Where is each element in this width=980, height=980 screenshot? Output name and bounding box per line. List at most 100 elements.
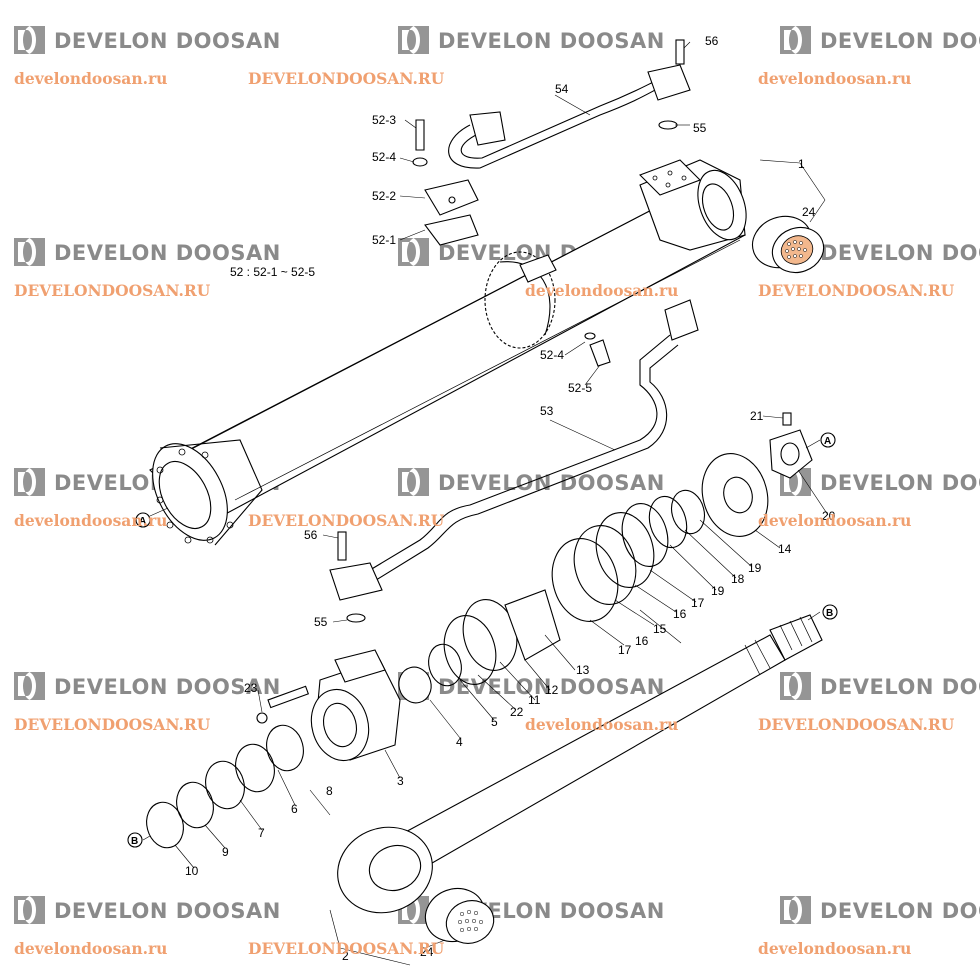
label-11: 11 xyxy=(528,693,541,707)
watermark-brand-text: DEVELON DOOSAN xyxy=(54,241,281,265)
label-16-a: 16 xyxy=(673,607,687,621)
label-12: 12 xyxy=(545,683,559,697)
develon-logo-mark xyxy=(14,238,45,266)
ref-b-seal: B xyxy=(131,836,138,847)
watermark-brand-text: DEVELON DOOSAN xyxy=(820,29,980,53)
watermark-url-text: develondoosan.ru xyxy=(525,715,678,734)
label-52-4-bottom: 52-4 xyxy=(540,348,564,362)
bushing-top xyxy=(751,215,825,274)
label-55-bottom: 55 xyxy=(314,615,328,629)
label-55-top: 55 xyxy=(693,121,707,135)
watermark-logo: DEVELON DOOSAN xyxy=(780,468,980,496)
watermark-url-text: develondoosan.ru xyxy=(14,69,167,88)
label-16-b: 16 xyxy=(635,634,649,648)
watermark-brand-text: DEVELON DOOSAN xyxy=(820,899,980,923)
label-3: 3 xyxy=(397,774,404,788)
watermark-logo: DEVELON DOOSAN xyxy=(14,238,281,266)
label-52-1: 52-1 xyxy=(372,233,396,247)
label-1: 1 xyxy=(798,157,805,171)
cylinder-tube xyxy=(149,159,747,546)
watermark-url-text: DEVELONDOOSAN.RU xyxy=(248,939,445,958)
label-7: 7 xyxy=(258,826,265,840)
label-24-top: 24 xyxy=(802,205,816,219)
develon-logo-mark xyxy=(14,468,45,496)
label-5: 5 xyxy=(491,715,498,729)
label-15: 15 xyxy=(653,622,667,636)
watermark-logo: DEVELON DOOSAN xyxy=(398,26,664,54)
label-9: 9 xyxy=(222,845,229,859)
label-18: 18 xyxy=(731,572,745,586)
watermark-logo: DEVELON DOOSAN xyxy=(14,26,281,54)
label-14: 14 xyxy=(778,542,792,556)
watermark-url-text: DEVELONDOOSAN.RU xyxy=(758,281,955,300)
develon-logo-mark xyxy=(14,26,45,54)
watermark-url-text: develondoosan.ru xyxy=(14,939,167,958)
label-52-2: 52-2 xyxy=(372,189,396,203)
label-13: 13 xyxy=(576,663,590,677)
develon-logo-mark xyxy=(398,896,429,924)
label-53: 53 xyxy=(540,404,554,418)
label-19-b: 19 xyxy=(711,584,725,598)
watermark-logo: DEVELON DOOSAN xyxy=(14,896,281,924)
develon-logo-mark xyxy=(398,26,429,54)
watermark-url-text: DEVELONDOOSAN.RU xyxy=(248,511,445,530)
develon-logo-mark xyxy=(780,896,811,924)
label-56-bottom: 56 xyxy=(304,528,318,542)
label-23: 23 xyxy=(244,681,258,695)
pipe-clamp-assembly xyxy=(412,119,611,367)
watermark-url-text: develondoosan.ru xyxy=(758,511,911,530)
watermark-url-text: DEVELONDOOSAN.RU xyxy=(14,281,211,300)
watermark-brand-text: DEVELON DOOSAN xyxy=(54,899,281,923)
label-24-bottom: 24 xyxy=(420,945,434,959)
watermark-brand-text: DEVELON DOOSAN xyxy=(54,29,281,53)
label-52-note: 52 : 52-1 ~ 52-5 xyxy=(230,265,315,279)
develon-logo-mark xyxy=(398,468,429,496)
label-6: 6 xyxy=(291,802,298,816)
rod-cover xyxy=(256,649,401,762)
label-20: 20 xyxy=(822,509,836,523)
develon-logo-mark xyxy=(780,468,811,496)
watermark-url-text: DEVELONDOOSAN.RU xyxy=(758,715,955,734)
watermark-brand-text: DEVELON DOOSAN xyxy=(820,675,980,699)
pipe-53 xyxy=(329,299,699,623)
label-52-4-top: 52-4 xyxy=(372,150,396,164)
watermark-url-text: develondoosan.ru xyxy=(758,69,911,88)
label-21: 21 xyxy=(750,409,764,423)
label-8: 8 xyxy=(326,784,333,798)
develon-logo-mark xyxy=(14,896,45,924)
watermark-logo: DEVELON DOOSAN xyxy=(780,896,980,924)
label-17-a: 17 xyxy=(691,596,705,610)
develon-logo-mark xyxy=(14,672,45,700)
watermark-logo: DEVELON DOOSAN xyxy=(14,672,281,700)
watermark-url-text: DEVELONDOOSAN.RU xyxy=(14,715,211,734)
piston-parts xyxy=(443,412,813,685)
watermark-brand-text: DEVELON DOOSAN xyxy=(438,471,665,495)
watermark-url-text: develondoosan.ru xyxy=(758,939,911,958)
watermark-url-text: DEVELONDOOSAN.RU xyxy=(248,69,445,88)
watermark-logos: DEVELON DOOSAN DEVELON DOOSAN DEVELON DOOS… xyxy=(14,26,980,924)
label-22: 22 xyxy=(510,705,524,719)
label-56-top: 56 xyxy=(705,34,719,48)
watermark-logo: DEVELON DOOSAN xyxy=(780,672,980,700)
leader-lines xyxy=(142,41,829,966)
label-17-b: 17 xyxy=(618,643,632,657)
watermark-brand-text: DEVELON DOOSAN xyxy=(54,675,281,699)
label-4: 4 xyxy=(456,735,463,749)
watermark-brand-text: DEVELON DOOSAN xyxy=(820,471,980,495)
watermark-url-text: develondoosan.ru xyxy=(14,511,167,530)
pipe-54 xyxy=(448,39,691,169)
label-54: 54 xyxy=(555,82,569,96)
label-19-a: 19 xyxy=(748,561,762,575)
seal-rings-left xyxy=(146,643,462,849)
label-52-5: 52-5 xyxy=(568,381,592,395)
label-52-3: 52-3 xyxy=(372,113,396,127)
develon-logo-mark xyxy=(780,26,811,54)
watermark-url-text: develondoosan.ru xyxy=(525,281,678,300)
ref-b-rod: B xyxy=(826,608,833,619)
ref-a-tube: A xyxy=(139,516,146,527)
watermark-logo: DEVELON DOOSAN xyxy=(780,26,980,54)
part-labels: 1 24 54 55 56 52-3 52-4 52-2 52-1 52 : 5… xyxy=(131,34,836,963)
